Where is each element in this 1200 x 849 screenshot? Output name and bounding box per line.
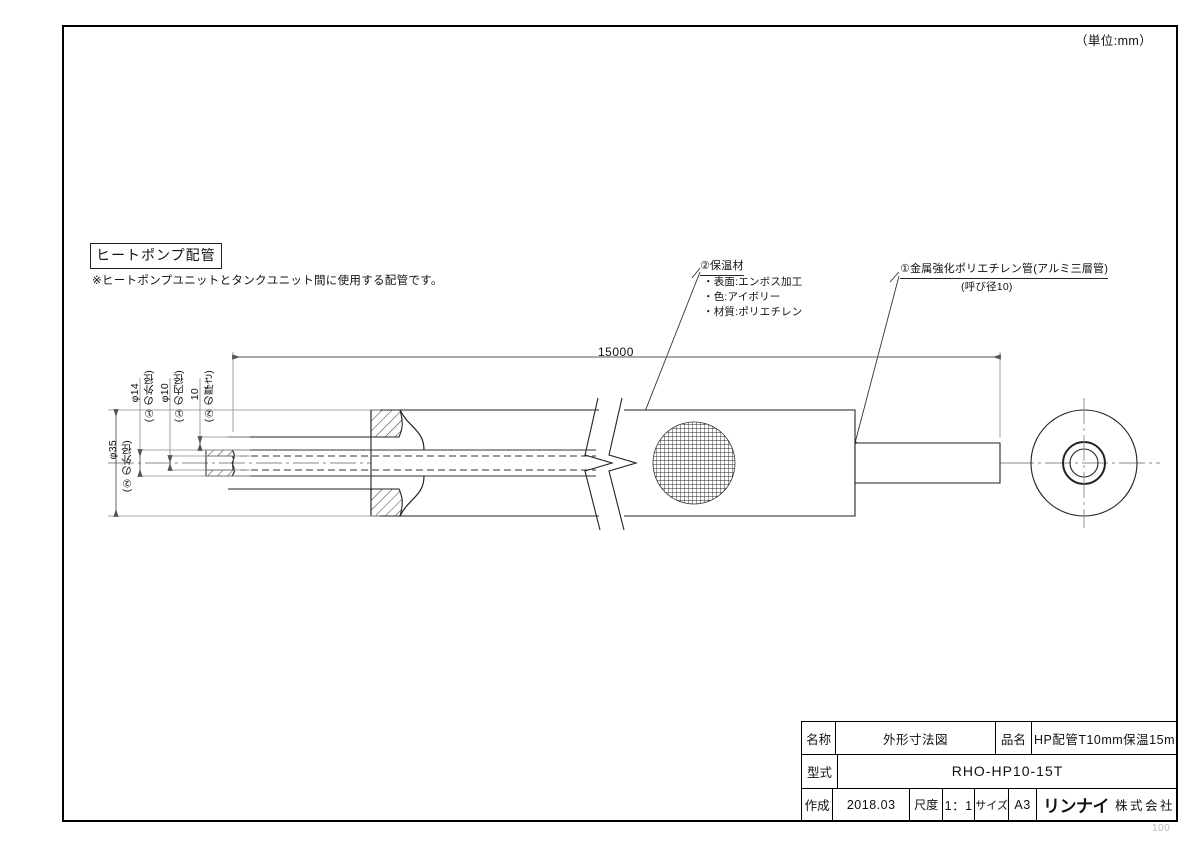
created-key: 作成 xyxy=(802,788,834,821)
product-value: HP配管T10mm保温15m xyxy=(1033,732,1175,747)
drawing-border xyxy=(62,25,1178,822)
insulation-callout-lines: ・表面:エンボス加工 ・色:アイボリー ・材質:ポリエチレン xyxy=(703,276,803,318)
pipe-callout-subheading: (呼び径10) xyxy=(961,281,1013,293)
sheet-corner-number: 100 xyxy=(1152,823,1171,834)
name-value: 外形寸法図 xyxy=(836,722,996,755)
section-title: ヒートポンプ配管 xyxy=(90,243,222,269)
pipe-callout-heading: ①金属強化ポリエチレン管(アルミ三層管) xyxy=(900,262,1109,279)
pipe-inner-diameter-desc: (①の内径) xyxy=(173,370,185,423)
company-suffix: 株式会社 xyxy=(1114,799,1175,814)
name-key: 名称 xyxy=(802,722,837,755)
insulation-outer-diameter-desc: (②の外径) xyxy=(121,440,133,493)
unit-note: （単位:mm） xyxy=(1075,34,1153,48)
model-value: RHO-HP10-15T xyxy=(951,763,1064,780)
pipe-outer-diameter-desc: (①の外径) xyxy=(143,370,155,423)
title-block: 名称 外形寸法図 品名 HP配管T10mm保温15m 型式 RHO-HP10-1… xyxy=(801,721,1178,822)
insulation-outer-diameter-label: φ35 xyxy=(107,440,119,460)
product-key: 品名 xyxy=(996,722,1032,755)
rinnai-logo: リンナイ xyxy=(1042,797,1110,818)
scale-key: 尺度 xyxy=(910,788,944,821)
insulation-thickness-label: 10 xyxy=(189,388,201,401)
title-block-row-name: 名称 外形寸法図 品名 HP配管T10mm保温15m xyxy=(802,722,1177,756)
size-key: サイズ xyxy=(975,788,1010,821)
insulation-callout-heading: ②保温材 xyxy=(700,259,744,276)
brand-block: リンナイ 株式会社 xyxy=(1037,789,1177,821)
pipe-inner-diameter-label: φ10 xyxy=(159,383,171,403)
length-dimension-label: 15000 xyxy=(598,345,634,359)
model-key: 型式 xyxy=(802,755,838,788)
title-block-row-meta: 作成 2018.03 尺度 1：1 サイズ A3 リンナイ 株式会社 xyxy=(802,788,1177,821)
section-note: ※ヒートポンプユニットとタンクユニット間に使用する配管です。 xyxy=(92,275,443,287)
scale-value: 1：1 xyxy=(943,788,976,821)
created-value: 2018.03 xyxy=(833,788,911,821)
insulation-thickness-desc: (②の厚さ) xyxy=(203,370,215,423)
pipe-outer-diameter-label: φ14 xyxy=(129,383,141,403)
title-block-row-model: 型式 RHO-HP10-15T xyxy=(802,755,1177,789)
size-value: A3 xyxy=(1009,788,1037,821)
